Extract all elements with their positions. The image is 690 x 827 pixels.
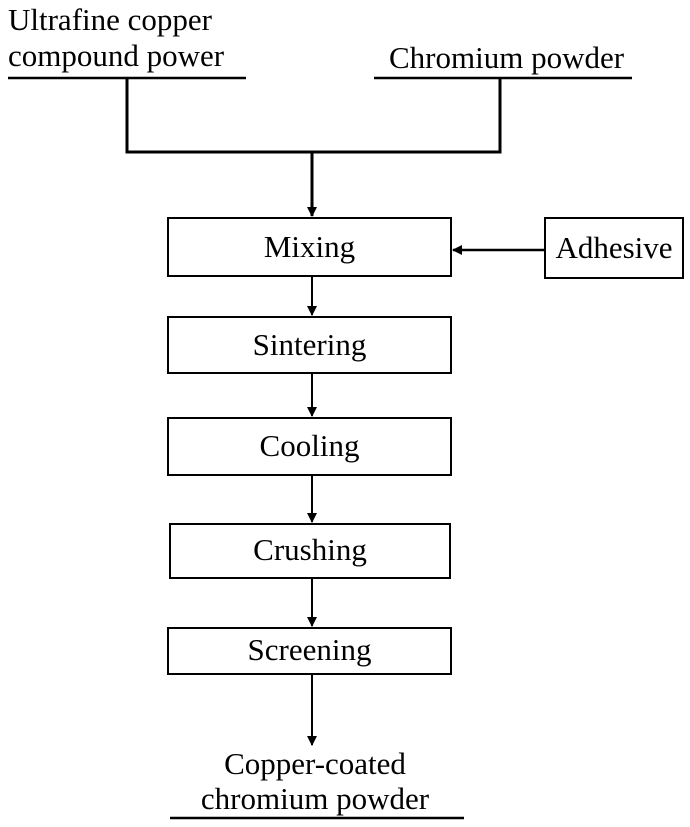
- sintering-label: Sintering: [252, 327, 367, 362]
- output-label-line2: chromium powder: [200, 781, 430, 816]
- crushing-label: Crushing: [253, 532, 367, 567]
- cooling-label: Cooling: [259, 428, 360, 463]
- sintering-box: [167, 316, 452, 374]
- adhesive-box: [544, 217, 684, 279]
- left-input-label-line1: Ultrafine copper: [8, 2, 212, 37]
- cooling-box: [167, 417, 452, 476]
- crushing-box: [169, 523, 451, 579]
- adhesive-label: Adhesive: [555, 230, 673, 265]
- screening-box: [167, 627, 452, 675]
- right-input-label: Chromium powder: [389, 40, 625, 75]
- mixing-label: Mixing: [263, 229, 356, 264]
- merge-connector: [125, 78, 502, 154]
- left-input-label-line2: compound power: [8, 38, 225, 73]
- mixing-box: [167, 217, 452, 277]
- output-label-line1: Copper-coated: [224, 746, 406, 781]
- screening-label: Screening: [247, 632, 372, 667]
